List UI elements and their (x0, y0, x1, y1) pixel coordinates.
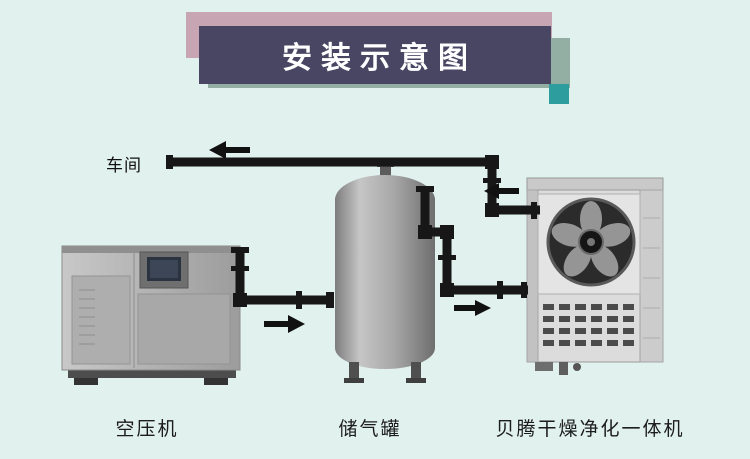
pipe-compressor-to-tank (235, 252, 334, 305)
compressor-vent (79, 289, 95, 345)
title-teal-accent (549, 84, 569, 104)
dryer-unit-illustration (526, 177, 664, 375)
pipe-dryer-to-workshop (170, 157, 540, 215)
label-compressor: 空压机 (115, 419, 179, 440)
storage-tank-illustration (335, 162, 435, 383)
flow-arrow-to-workshop-icon (209, 141, 250, 159)
label-dryer: 贝腾干燥净化一体机 (495, 419, 685, 440)
dryer-bottom-fittings (535, 362, 581, 375)
label-tank: 储气罐 (338, 419, 402, 440)
page-title: 安装示意图 (282, 42, 477, 75)
label-workshop: 车间 (106, 156, 142, 175)
flow-arrow-dryer-outlet-icon (484, 183, 519, 199)
flow-arrow-tank-outlet-icon (454, 300, 491, 316)
pipe-fittings (166, 155, 537, 309)
dryer-vent-grid (543, 304, 634, 346)
page-title-banner: 安装示意图 (199, 26, 551, 84)
flow-arrows (209, 141, 519, 333)
compressor-control-screen (139, 251, 189, 289)
fan-icon (546, 197, 636, 287)
flow-arrow-compressor-outlet-icon (264, 315, 305, 333)
air-compressor-illustration (61, 245, 241, 385)
pipe-tank-to-dryer (420, 190, 528, 295)
